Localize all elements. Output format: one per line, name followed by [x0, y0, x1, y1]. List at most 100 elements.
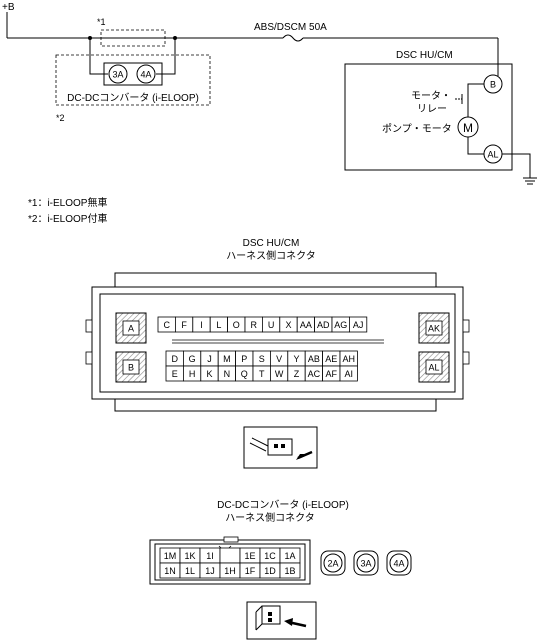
dsc-cavity-label: G: [189, 354, 196, 364]
dsc-cavity-label: D: [171, 354, 178, 364]
dcdc-cavity-label: 1A: [284, 551, 295, 561]
dsc-large-cavity-label: AK: [428, 324, 440, 334]
star1-dashed-box: [100, 29, 166, 47]
dsc-large-cavity: [115, 351, 147, 383]
dcdc-cavity-label: 1C: [264, 551, 276, 561]
power-label: +B: [2, 2, 15, 13]
dcdc-cavity-label: 1B: [284, 566, 295, 576]
dsc-large-cavity-label: B: [128, 363, 134, 373]
dcdc-terminal-3a: [108, 64, 128, 84]
dsc-cavity: [339, 365, 358, 382]
dsc-cavity-label: AJ: [353, 320, 364, 330]
relay-label-1: モータ・: [411, 90, 451, 102]
wiring-schematic: +B ABS/DSCM 50A *1 *2 3A 4A DC-DCコンバータ (…: [2, 2, 537, 185]
motor-symbol-label: M: [463, 121, 473, 135]
dsc-cavity-label: AH: [342, 354, 355, 364]
dsc-cavity-label: H: [189, 369, 196, 379]
dcdc-connector-title: DC-DCコンバータ (i-ELOOP): [217, 499, 349, 511]
dcdc-cavity-label: 1E: [244, 551, 255, 561]
dsc-cavity-label: F: [181, 320, 187, 330]
round-terminal-label: 3A: [360, 559, 371, 569]
star1-label: *1: [97, 17, 106, 27]
round-terminal: [356, 553, 376, 573]
dsc-large-cavity-inner: [122, 359, 140, 375]
dsc-cavity-label: N: [224, 369, 231, 379]
dsc-cavity-label: C: [163, 320, 170, 330]
dcdc-cavity-label: 1D: [264, 566, 276, 576]
dsc-cavity-label: Z: [294, 369, 300, 379]
dsc-module-title: DSC HU/CM: [396, 50, 453, 61]
relay-wire: [467, 83, 484, 94]
dcdc-cavity-label: 1K: [184, 551, 195, 561]
dcdc-terminal-4a: [136, 64, 156, 84]
dsc-cavity-label: T: [259, 369, 265, 379]
terminal-b-label: B: [490, 80, 496, 90]
wire-to-4a: [156, 38, 176, 75]
dsc-cavity-label: V: [276, 354, 282, 364]
dsc-cavity-label: P: [241, 354, 247, 364]
dsc-cavity-label: AF: [326, 369, 338, 379]
dsc-connector-subtitle: ハーネス側コネクタ: [226, 249, 316, 262]
dsc-cavity-label: AC: [308, 369, 321, 379]
dsc-cavity-label: AA: [300, 320, 312, 330]
dsc-large-cavity-inner: [122, 320, 140, 336]
dsc-cavity-label: AG: [334, 320, 347, 330]
note-line: *1：i-ELOOP無車: [28, 196, 107, 209]
dsc-large-cavity-label: AL: [428, 363, 439, 373]
dsc-cavity-label: W: [275, 369, 284, 379]
fuse-symbol: [282, 34, 304, 42]
dcdc-cavity-label: 1F: [245, 566, 256, 576]
dsc-cavity-label: Y: [293, 354, 299, 364]
round-terminal: [323, 553, 343, 573]
dcdc-name: DC-DCコンバータ (i-ELOOP): [67, 92, 199, 104]
ground-wire: [502, 153, 531, 178]
dsc-large-cavity-inner: [425, 320, 443, 336]
dcdc-connector-subtitle: ハーネス側コネクタ: [225, 511, 315, 524]
dsc-cavity-label: AB: [308, 354, 320, 364]
dcdc-terminal-label: 4A: [140, 70, 151, 80]
dcdc-terminal-frame: [103, 62, 163, 86]
wire-to-3a: [89, 38, 108, 75]
dcdc-cavity-label: 1L: [185, 566, 195, 576]
note-line: *2：i-ELOOP付車: [28, 212, 107, 225]
dsc-cavity-label: U: [268, 320, 275, 330]
dsc-cavity-label: O: [233, 320, 240, 330]
dcdc-cavity: [219, 547, 241, 564]
relay-label-2: リレー: [417, 104, 447, 115]
dsc-cavity-label: AE: [325, 354, 337, 364]
motor-wire-bottom: [467, 137, 484, 155]
dsc-cavity-label: Q: [241, 369, 248, 379]
dsc-large-cavity-inner: [425, 359, 443, 375]
dcdc-cavity-label: 1M: [164, 551, 177, 561]
dsc-cavity-label: M: [223, 354, 231, 364]
dsc-module-box: [344, 63, 513, 171]
dsc-cavity: [348, 316, 368, 333]
dsc-cavity-label: R: [250, 320, 257, 330]
dsc-cavity-label: AI: [344, 369, 353, 379]
dsc-cavity-label: I: [200, 320, 203, 330]
terminal-al-label: AL: [487, 150, 498, 160]
dsc-large-cavity-label: A: [128, 324, 134, 334]
dcdc-cavity-label: 1I: [206, 551, 214, 561]
dsc-cavity-label: X: [285, 320, 291, 330]
dcdc-connector-cells: 1M 1K 1I 1E 1C 1A 1N 1L 1J 1H 1F 1D 1B: [159, 547, 301, 579]
fuse-label: ABS/DSCM 50A: [254, 22, 327, 33]
dsc-cavity-label: S: [259, 354, 265, 364]
dcdc-cavity: [279, 562, 301, 579]
dcdc-cavity-label: 1H: [224, 566, 236, 576]
round-terminal: [389, 553, 409, 573]
dcdc-dashed-box: [55, 54, 211, 106]
dsc-cavity-label: AD: [317, 320, 330, 330]
dcdc-cavity-label: 1J: [205, 566, 215, 576]
dsc-cavity-label: K: [206, 369, 212, 379]
dcdc-terminal-label: 3A: [112, 70, 123, 80]
dsc-cavity-label: L: [216, 320, 221, 330]
dsc-cavity-label: E: [172, 369, 178, 379]
dcdc-cavity-label: 1N: [164, 566, 176, 576]
dsc-connector-title: DSC HU/CM: [243, 238, 300, 249]
pump-motor-label: ポンプ・モータ: [382, 123, 452, 135]
connector-view-icon: [243, 426, 318, 469]
round-terminal-label: 4A: [393, 559, 404, 569]
